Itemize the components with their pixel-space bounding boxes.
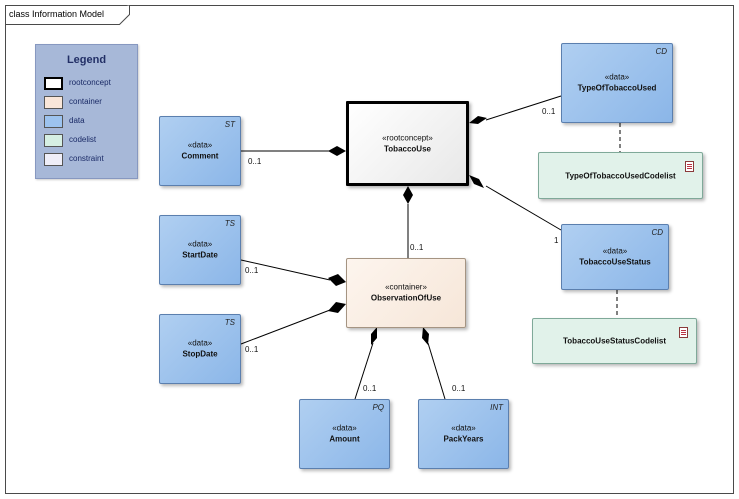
legend-label: constraint: [69, 154, 104, 163]
datatype-tag: INT: [490, 403, 503, 412]
codelist-name: TobaccoUseStatusCodelist: [563, 336, 666, 346]
diamond-type-of-tobacco: [469, 116, 487, 124]
legend-swatch-data: [44, 115, 63, 128]
legend-label: rootconcept: [69, 78, 111, 87]
multiplicity-pack-years: 0..1: [452, 384, 466, 393]
diamond-amount: [371, 327, 377, 345]
class-comment[interactable]: ST «data» Comment: [159, 116, 241, 186]
legend-label: codelist: [69, 135, 97, 144]
legend: Legend rootconcept container data codeli…: [35, 44, 138, 179]
diamond-tobacco-status: [469, 175, 484, 188]
class-tobacco-use-status[interactable]: CD «data» TobaccoUseStatus: [561, 224, 669, 290]
class-stop-date[interactable]: TS «data» StopDate: [159, 314, 241, 384]
class-stereotype: «data»: [602, 246, 628, 256]
legend-swatch-constraint: [44, 153, 63, 166]
datatype-tag: CD: [655, 47, 667, 56]
document-icon: [685, 161, 694, 172]
multiplicity-tobacco-status: 1: [554, 236, 559, 245]
legend-swatch-rootconcept: [44, 77, 63, 90]
class-stereotype: «data»: [451, 423, 476, 433]
diamond-comment: [328, 146, 346, 156]
class-name: Amount: [329, 434, 360, 444]
frame-title: class Information Model: [9, 9, 105, 19]
link-stop-date: [240, 309, 331, 345]
class-type-of-tobacco-used[interactable]: CD «data» TypeOfTobaccoUsed: [561, 43, 673, 123]
diagram-frame: [5, 5, 734, 494]
class-name: TypeOfTobaccoUsed: [577, 83, 657, 93]
class-name: StartDate: [182, 250, 218, 260]
datatype-tag: PQ: [372, 403, 384, 412]
legend-title: Legend: [66, 54, 107, 66]
link-start-date: [240, 259, 331, 281]
link-tobacco-status: [485, 185, 562, 231]
class-stereotype: «data»: [187, 338, 213, 348]
diamond-stop-date: [328, 302, 346, 313]
multiplicity-type-of-tobacco: 0..1: [542, 107, 556, 116]
class-stereotype: «data»: [187, 239, 213, 249]
legend-label: container: [69, 97, 102, 106]
multiplicity-observation: 0..1: [410, 243, 424, 252]
class-stereotype: «rootconcept»: [382, 133, 433, 142]
class-stereotype: «container»: [385, 282, 427, 292]
class-name: StopDate: [182, 349, 218, 359]
link-pack-years: [427, 342, 446, 400]
datatype-tag: CD: [651, 228, 663, 237]
class-tobacco-use[interactable]: «rootconcept» TobaccoUse: [346, 101, 469, 186]
class-name: Comment: [181, 151, 219, 161]
class-observation-of-use[interactable]: «container» ObservationOfUse: [346, 258, 466, 328]
multiplicity-start-date: 0..1: [245, 266, 259, 275]
class-stereotype: «data»: [332, 423, 357, 433]
link-type-of-tobacco: [485, 95, 562, 121]
multiplicity-amount: 0..1: [363, 384, 377, 393]
diamond-pack-years: [422, 327, 429, 345]
legend-label: data: [69, 116, 85, 125]
legend-swatch-codelist: [44, 134, 63, 147]
datatype-tag: TS: [224, 318, 235, 327]
diamond-start-date: [328, 274, 346, 286]
class-amount[interactable]: PQ «data» Amount: [299, 399, 390, 469]
datatype-tag: ST: [224, 120, 235, 129]
class-name: TobaccoUseStatus: [579, 257, 651, 267]
multiplicity-stop-date: 0..1: [245, 345, 259, 354]
link-amount: [354, 342, 374, 400]
document-icon: [679, 327, 688, 338]
multiplicity-comment: 0..1: [248, 157, 262, 166]
codelist-tobacco-use-status[interactable]: TobaccoUseStatusCodelist: [532, 318, 697, 364]
class-name: ObservationOfUse: [370, 293, 442, 303]
datatype-tag: TS: [224, 219, 235, 228]
codelist-type-of-tobacco-used[interactable]: TypeOfTobaccoUsedCodelist: [538, 152, 703, 199]
codelist-name: TypeOfTobaccoUsedCodelist: [565, 171, 676, 180]
class-name: TobaccoUse: [384, 144, 431, 153]
class-stereotype: «data»: [187, 140, 213, 150]
class-stereotype: «data»: [604, 72, 630, 82]
diamond-observation: [403, 186, 413, 204]
class-name: PackYears: [443, 434, 484, 444]
class-pack-years[interactable]: INT «data» PackYears: [418, 399, 509, 469]
legend-swatch-container: [44, 96, 63, 109]
frame-title-tab: [5, 5, 130, 25]
class-start-date[interactable]: TS «data» StartDate: [159, 215, 241, 285]
